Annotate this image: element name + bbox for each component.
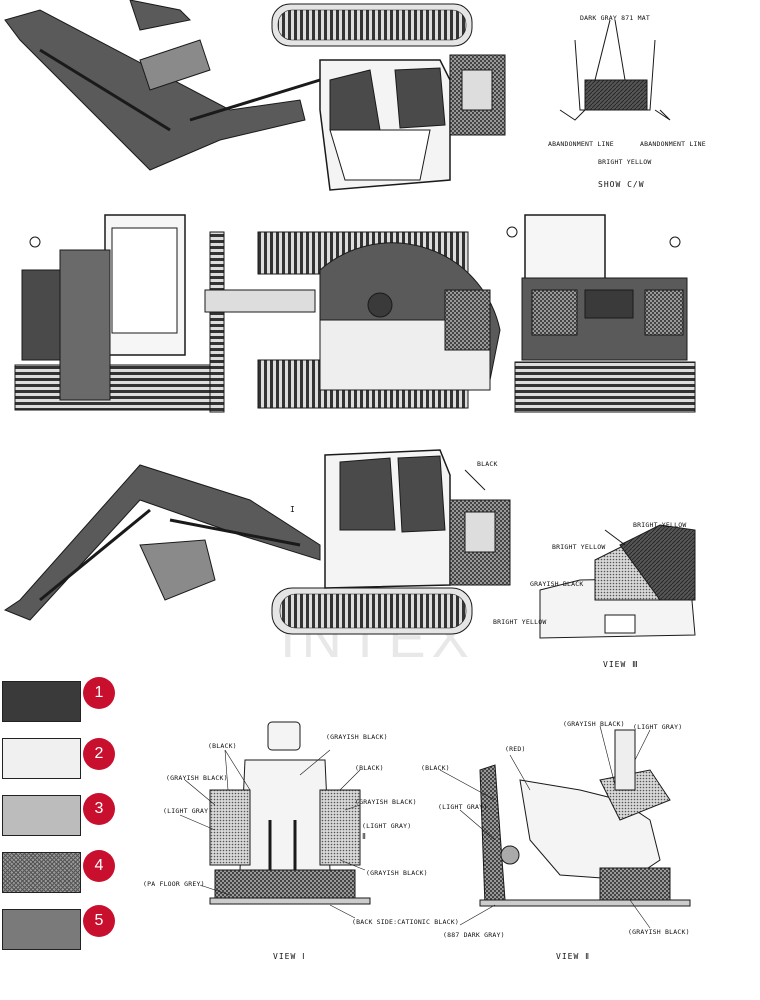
view-iii-drawing: [539, 524, 696, 639]
legend-swatch-1: [2, 681, 81, 722]
legend-badge-4: 4: [83, 850, 115, 882]
view-i-label-grayish-black-left: (GRAYISH BLACK): [166, 774, 228, 782]
view-ii-label-black: (BLACK): [421, 764, 450, 772]
caption-view-iii: VIEW Ⅲ: [603, 660, 639, 669]
label-bright-yellow: BRIGHT YELLOW: [598, 158, 652, 166]
view-marker-i: I: [290, 505, 296, 514]
label-grayish-black: GRAYISH BLACK: [530, 580, 584, 588]
view-i-label-base: (BACK SIDE:CATIONIC BLACK): [352, 918, 459, 926]
view-i-label-floor: (PA FLOOR GREY): [143, 880, 205, 888]
legend-swatch-4: [2, 852, 81, 893]
view-ii-label-grayish-black-bottom: (GRAYISH BLACK): [628, 928, 690, 936]
top-right-detail: [559, 19, 671, 121]
legend-badge-2: 2: [83, 738, 115, 770]
top-view: [204, 231, 501, 413]
caption-view-i: VIEW Ⅰ: [273, 952, 306, 961]
view-ii-leaders: [439, 725, 651, 929]
label-abandonment-right: ABANDONMENT LINE: [640, 140, 706, 148]
view-ii-label-light-gray-left: (LIGHT GRAY): [438, 803, 488, 811]
legend-badge-3: 3: [83, 793, 115, 825]
view-i-label-grayish-black-lower: (GRAYISH BLACK): [366, 869, 428, 877]
label-bright-yellow-top: BRIGHT YELLOW: [633, 521, 687, 529]
view-i-label-grayish-black-top: (GRAYISH BLACK): [326, 733, 388, 741]
label-bright-yellow-bottom: BRIGHT YELLOW: [493, 618, 547, 626]
label-black-side: BLACK: [477, 460, 498, 468]
view-i-label-black-top: (BLACK): [208, 742, 237, 750]
view-i-label-grayish-black-right: (GRAYISH BLACK): [355, 798, 417, 806]
view-i-label-black-right: (BLACK): [355, 764, 384, 772]
view-ii-label-dark-gray: (887 DARK GRAY): [443, 931, 505, 939]
view-i-drawing: [209, 721, 371, 905]
rear-view: [506, 214, 696, 413]
legend-badge-1: 1: [83, 677, 115, 709]
side-view-excavator: [3, 449, 511, 635]
legend-badge-5: 5: [83, 905, 115, 937]
view-ii-drawing: [479, 729, 691, 907]
legend-swatch-2: [2, 738, 81, 779]
view-ii-label-grayish-black-top: (GRAYISH BLACK): [563, 720, 625, 728]
label-dark-gray-mat: DARK GRAY 871 MAT: [580, 14, 650, 22]
view-i-leaders: [179, 749, 366, 919]
view-i-label-light-gray-left: (LIGHT GRAY): [163, 807, 213, 815]
front-view: [14, 214, 216, 411]
top-excavator: [4, 0, 506, 191]
caption-show-cw: SHOW C/W: [598, 180, 645, 189]
view-i-marker-ii: Ⅱ: [362, 832, 367, 841]
label-bright-yellow-left: BRIGHT YELLOW: [552, 543, 606, 551]
legend-swatch-5: [2, 909, 81, 950]
view-ii-label-light-gray-top: (LIGHT GRAY): [633, 723, 683, 731]
label-abandonment-left: ABANDONMENT LINE: [548, 140, 614, 148]
view-ii-label-red: (RED): [505, 745, 526, 753]
caption-view-ii: VIEW Ⅱ: [556, 952, 591, 961]
legend-swatch-3: [2, 795, 81, 836]
view-i-label-light-gray-right: (LIGHT GRAY): [362, 822, 412, 830]
